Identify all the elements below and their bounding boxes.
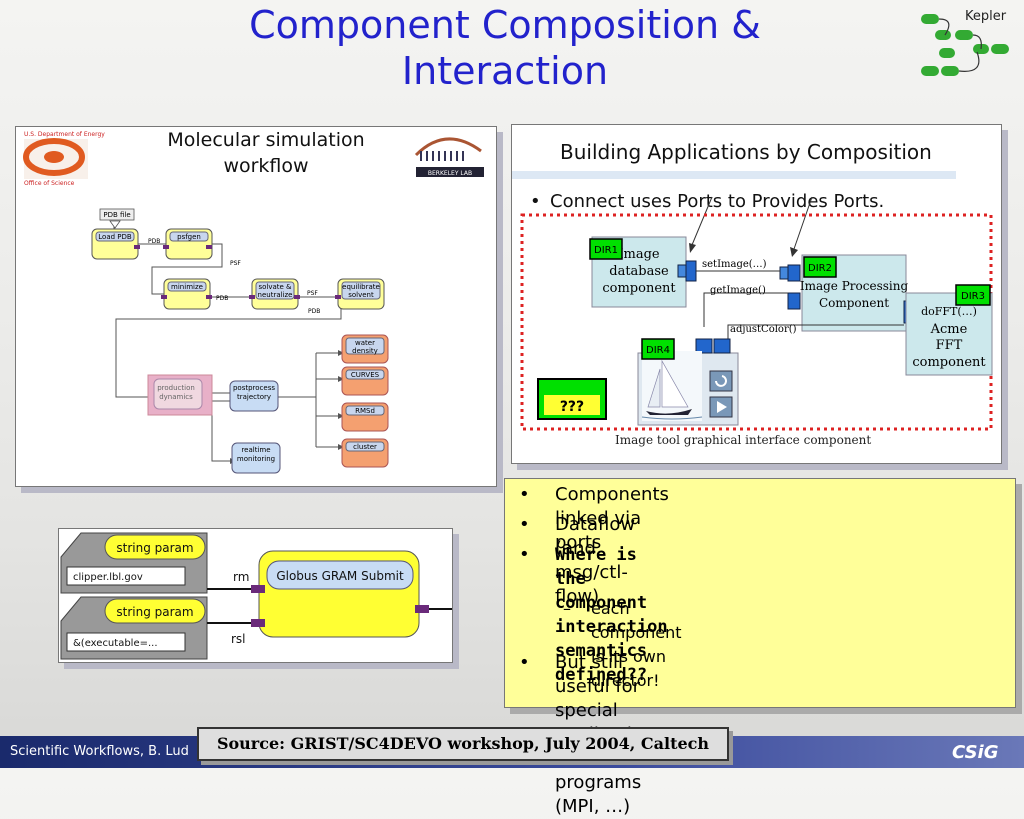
- doe-logo: U.S. Department of Energy Office of Scie…: [23, 131, 105, 187]
- edge-label-pdb3: PDB: [308, 308, 320, 315]
- node-solvate-line1: solvate &: [258, 283, 292, 291]
- bullet-where-semantics: Where is the component interaction seman…: [555, 545, 668, 685]
- image-db-line2: database: [609, 264, 669, 279]
- node-rmsd: RMSd: [355, 407, 375, 415]
- sub-bullet-own-director: each component is its own director!: [591, 599, 682, 690]
- source-caption: Source: GRIST/SC4DEVO workshop, July 200…: [197, 727, 729, 761]
- node-equilibrate-line2: solvent: [348, 291, 374, 299]
- bullet-box: • Components linked via ports • Dataflow…: [504, 478, 1016, 817]
- fft-line1: doFFT(…): [921, 305, 977, 318]
- fft-line4: component: [912, 355, 986, 370]
- svg-text:string param: string param: [116, 605, 193, 619]
- node-solvate-line2: neutralize: [258, 291, 293, 299]
- ipc-line2: Component: [819, 296, 889, 310]
- get-image-label: getImage(): [710, 285, 766, 296]
- dir4-label: DIR4: [646, 345, 670, 356]
- ipc-line1: Image Processing: [800, 279, 909, 293]
- port-rm-label: rm: [233, 570, 249, 584]
- node-production-line2: dynamics: [159, 393, 193, 401]
- footer-left-text: Scientific Workflows, B. Lud: [10, 744, 189, 759]
- node-postprocess-line2: trajectory: [237, 393, 271, 401]
- node-water-line2: density: [352, 347, 378, 355]
- param2-value: &(executable=...: [73, 638, 158, 649]
- kepler-logo: Kepler: [915, 4, 1015, 82]
- node-load-pdb: Load PDB: [98, 233, 132, 241]
- node-cluster: cluster: [353, 443, 377, 451]
- fft-line3: FFT: [936, 338, 963, 353]
- node-postprocess-line1: postprocess: [233, 384, 275, 392]
- composition-figure: Building Applications by Composition • C…: [511, 124, 1002, 464]
- slide-title-line2: Interaction: [401, 49, 609, 93]
- gram-submit-figure: string param clipper.lbl.gov string para…: [58, 528, 453, 663]
- berkeley-lab-logo: BERKELEY LAB: [414, 137, 484, 177]
- gui-caption: Image tool graphical interface component: [615, 433, 871, 447]
- kepler-logo-text: Kepler: [965, 9, 1007, 24]
- param1-value: clipper.lbl.gov: [73, 572, 143, 583]
- svg-text:string param: string param: [116, 541, 193, 555]
- node-production-line1: production: [157, 384, 195, 392]
- dir2-label: DIR2: [808, 263, 832, 274]
- svg-text:Office of Science: Office of Science: [24, 180, 75, 187]
- workflow-title-line2: workflow: [223, 155, 308, 177]
- edge-label-psf1: PSF: [230, 260, 241, 267]
- image-db-line1: Image: [618, 247, 660, 262]
- string-param-1: string param clipper.lbl.gov: [60, 532, 208, 594]
- molecular-workflow-figure: U.S. Department of Energy Office of Scie…: [15, 126, 497, 487]
- globus-gram-submit-label: Globus GRAM Submit: [276, 569, 404, 583]
- node-curves: CURVES: [351, 371, 380, 379]
- rotate-icon: [709, 370, 733, 392]
- dir1-label: DIR1: [594, 245, 618, 256]
- composition-bullet: Connect uses Ports to Provides Ports.: [550, 191, 884, 212]
- csig-logo: CSiG: [952, 742, 999, 763]
- edge-label-psf2: PSF: [307, 290, 318, 297]
- node-minimize: minimize: [171, 283, 203, 291]
- slide-title-line1: Component Composition &: [249, 3, 761, 47]
- bullet-components-linked: Components linked via ports: [555, 484, 669, 553]
- composition-title: Building Applications by Composition: [560, 140, 932, 164]
- string-param-2: string param &(executable=...: [60, 596, 208, 660]
- edge-label-pdb1: PDB: [148, 238, 160, 245]
- node-pdb-file: PDB file: [103, 211, 130, 219]
- image-db-line3: component: [602, 281, 676, 296]
- node-realtime-line1: realtime: [241, 446, 270, 454]
- dir3-label: DIR3: [961, 291, 985, 302]
- set-image-label: setImage(…): [702, 259, 767, 270]
- port-rsl-label: rsl: [231, 632, 246, 646]
- node-psfgen: psfgen: [177, 233, 201, 241]
- fft-line2: Acme: [930, 322, 968, 337]
- svg-text:BERKELEY LAB: BERKELEY LAB: [428, 170, 472, 177]
- unknown-director-label: ???: [560, 399, 584, 415]
- node-equilibrate-line1: equilibrate: [342, 283, 380, 291]
- adjust-color-label: adjustColor(): [730, 324, 797, 335]
- svg-text:U.S. Department of Energy: U.S. Department of Energy: [24, 131, 105, 138]
- node-water-line1: water: [355, 339, 375, 347]
- slide-title: Component Composition & Interaction: [180, 2, 830, 94]
- edge-label-pdb2: PDB: [216, 295, 228, 302]
- composition-bullet-dot: •: [530, 191, 541, 212]
- sailboat-image: [641, 359, 703, 420]
- workflow-title-line1: Molecular simulation: [167, 129, 364, 151]
- bullet-dataflow: Dataflow (and msg/ctl-flow): [555, 514, 636, 607]
- node-realtime-line2: monitoring: [237, 455, 275, 463]
